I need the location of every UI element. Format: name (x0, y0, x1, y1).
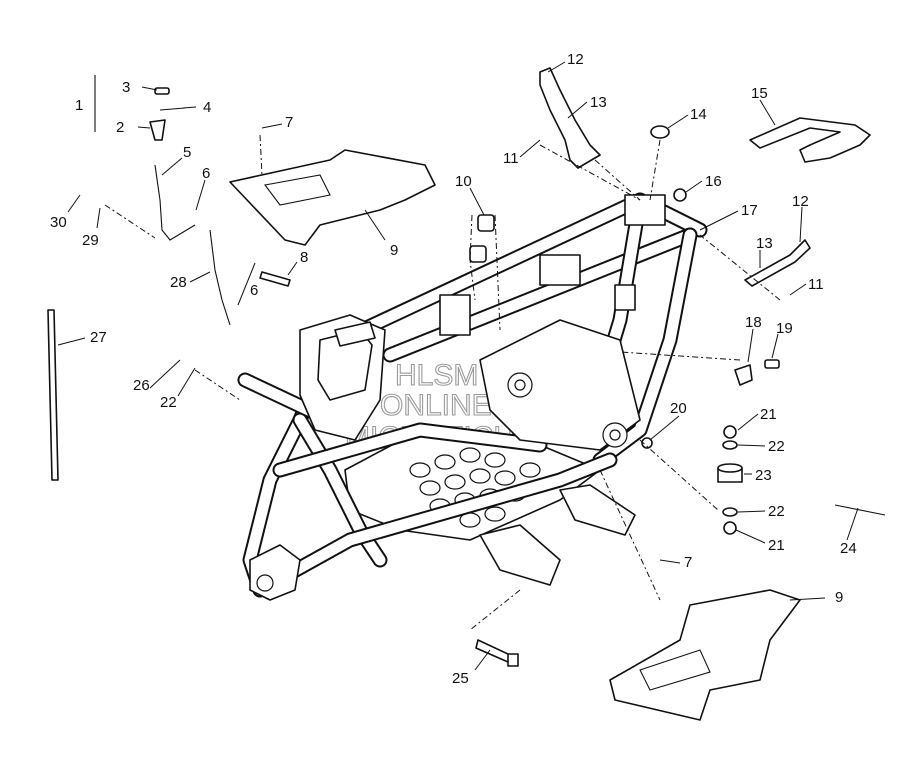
callout-12a: 12 (567, 51, 584, 68)
callout-20: 20 (670, 400, 687, 417)
nut-16 (673, 188, 687, 202)
grab-bar (749, 117, 871, 163)
callout-labels: 1 3 4 2 5 6 6 7 7 8 9 9 10 11 11 12 12 1… (50, 51, 857, 687)
parts (47, 67, 886, 721)
callout-30: 30 (50, 214, 67, 231)
callout-26: 26 (133, 377, 150, 394)
callout-9b: 9 (835, 589, 843, 606)
grommet (650, 125, 670, 139)
callout-23: 23 (755, 467, 772, 484)
callout-27: 27 (90, 329, 107, 346)
bracket-upper (539, 67, 601, 169)
callout-11b: 11 (808, 276, 824, 293)
callout-28: 28 (170, 274, 187, 291)
callout-21b: 21 (768, 537, 785, 554)
callout-21a: 21 (760, 406, 777, 423)
fender-plate-lower (609, 589, 801, 721)
callout-19: 19 (776, 320, 793, 337)
callout-10: 10 (455, 173, 472, 190)
floor-pan-holes (409, 447, 541, 528)
callout-8: 8 (300, 249, 308, 266)
callout-18: 18 (745, 314, 762, 331)
callout-13b: 13 (756, 235, 773, 252)
callout-6a: 6 (202, 165, 210, 182)
callout-3: 3 (122, 79, 130, 96)
callout-11a: 11 (503, 150, 519, 167)
bracket-right (744, 239, 811, 287)
callout-5: 5 (183, 144, 191, 161)
callout-22c: 22 (160, 394, 177, 411)
callout-12b: 12 (792, 193, 809, 210)
callout-13a: 13 (590, 94, 607, 111)
callout-17: 17 (741, 202, 758, 219)
callout-14: 14 (690, 106, 707, 123)
fender-plate-upper (229, 149, 436, 246)
callout-1: 1 (75, 97, 83, 114)
callout-22b: 22 (768, 503, 785, 520)
callout-9a: 9 (390, 242, 398, 259)
watermark-line-2: ONLINE (380, 389, 492, 422)
leader-lines (57, 61, 859, 671)
watermark-line-1: HLSM (395, 359, 478, 392)
callout-29: 29 (82, 232, 99, 249)
callout-6b: 6 (250, 282, 258, 299)
callout-25: 25 (452, 670, 469, 687)
callout-7b: 7 (684, 554, 692, 571)
callout-15: 15 (751, 85, 768, 102)
main-frame (237, 192, 708, 601)
callout-16: 16 (705, 173, 722, 190)
callout-7a: 7 (285, 114, 293, 131)
callout-24: 24 (840, 540, 857, 557)
callout-4: 4 (203, 99, 211, 116)
callout-22a: 22 (768, 438, 785, 455)
callout-2: 2 (116, 119, 124, 136)
